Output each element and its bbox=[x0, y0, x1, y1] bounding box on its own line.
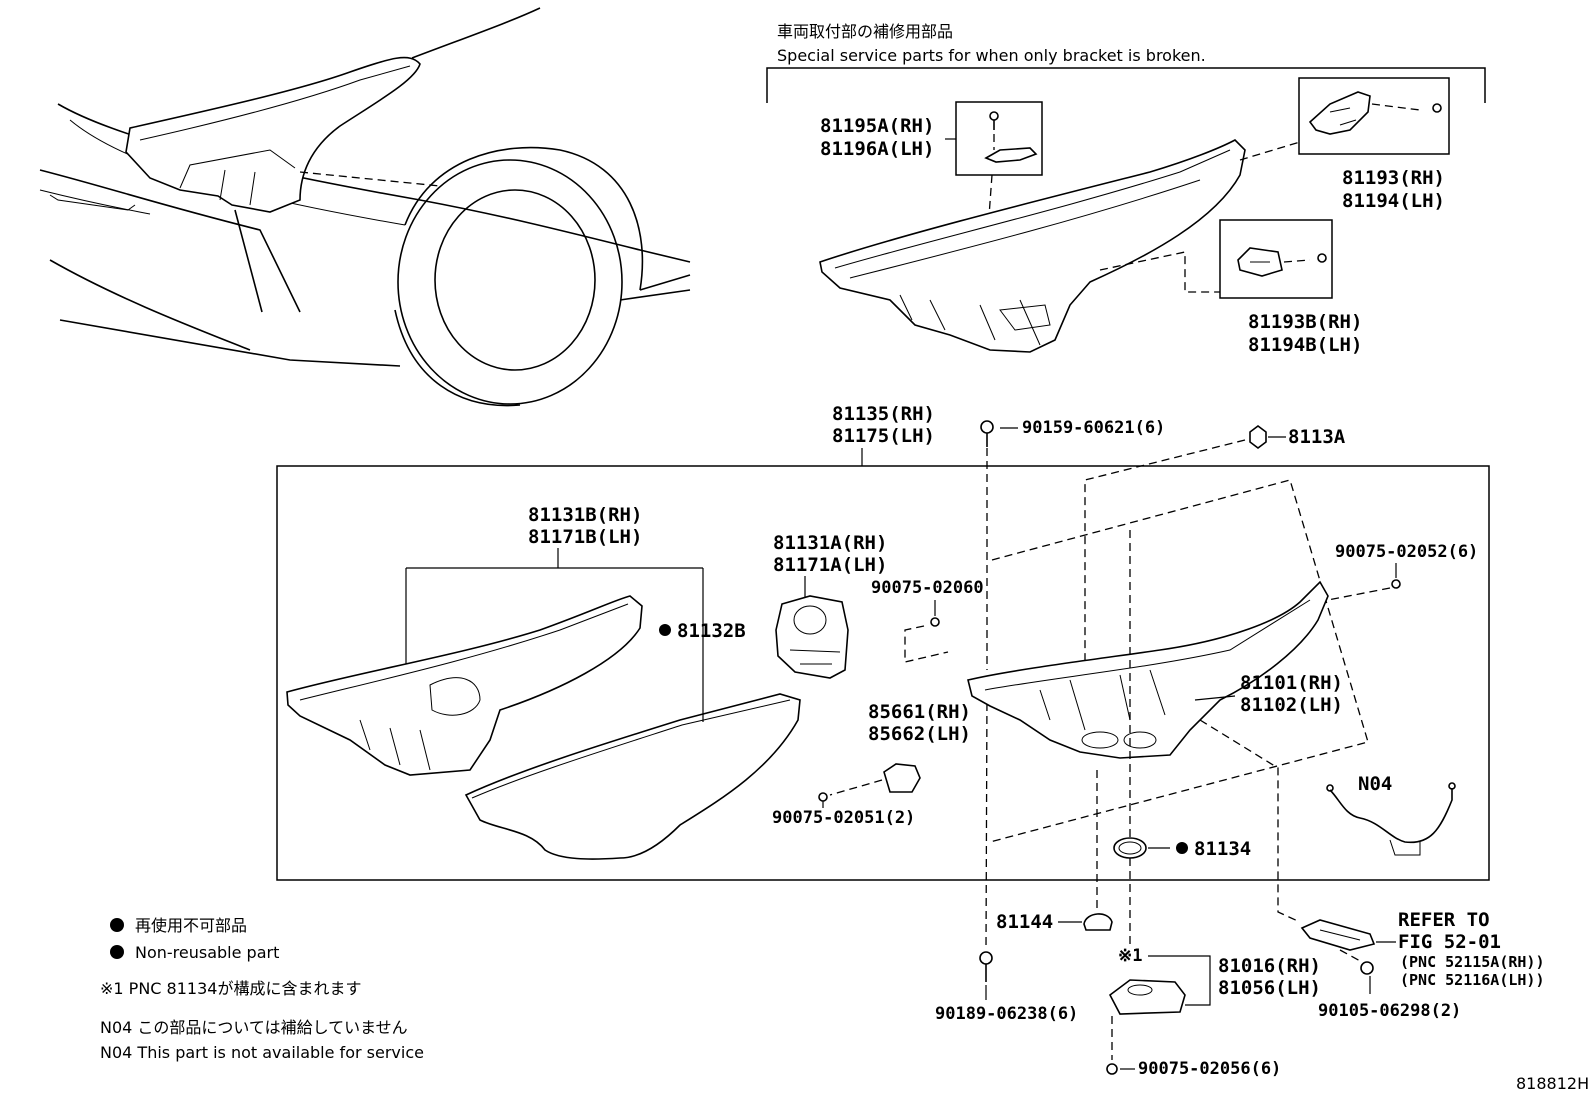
label-81195a: 81195A(RH) bbox=[820, 115, 934, 137]
label-81132b: 81132B bbox=[677, 620, 746, 642]
label-90075-02056: 90075-02056(6) bbox=[1138, 1059, 1281, 1079]
label-81175: 81175(LH) bbox=[832, 425, 935, 447]
label-81171b: 81171B(LH) bbox=[528, 526, 642, 548]
label-81196a: 81196A(LH) bbox=[820, 138, 934, 160]
label-81016: 81016(RH) bbox=[1218, 955, 1321, 977]
label-81131b: 81131B(RH) bbox=[528, 504, 642, 526]
bracket-box-81193b bbox=[1219, 219, 1333, 299]
figure-id: 818812H bbox=[1516, 1074, 1589, 1093]
label-refer-to: REFER TO bbox=[1398, 909, 1490, 931]
label-90105: 90105-06298(2) bbox=[1318, 1001, 1461, 1021]
bracket-title-en: Special service parts for when only brac… bbox=[777, 46, 1206, 65]
bracket-title-jp: 車両取付部の補修用部品 bbox=[777, 22, 953, 41]
label-90159: 90159-60621(6) bbox=[1022, 418, 1165, 438]
legend-nonreusable-en: Non-reusable part bbox=[135, 943, 279, 962]
label-90075-02052: 90075-02052(6) bbox=[1335, 542, 1478, 562]
assembly-box bbox=[276, 465, 1490, 881]
lower-parts: 81144 90189-06238(6) ※1 81016(RH) 81056(… bbox=[935, 719, 1545, 1079]
label-pnc-52116a: (PNC 52116A(LH)) bbox=[1400, 971, 1545, 989]
label-pnc-52115a: (PNC 52115A(RH)) bbox=[1400, 953, 1545, 971]
label-8113a: 8113A bbox=[1288, 426, 1346, 448]
label-81056: 81056(LH) bbox=[1218, 977, 1321, 999]
label-81194: 81194(LH) bbox=[1342, 190, 1445, 212]
bracket-section: 車両取付部の補修用部品 Special service parts for wh… bbox=[766, 22, 1486, 356]
label-n04: N04 bbox=[1358, 773, 1392, 795]
legend-n04-en: N04 This part is not available for servi… bbox=[100, 1043, 424, 1062]
bracket-box-81195a bbox=[955, 101, 1043, 176]
label-90189: 90189-06238(6) bbox=[935, 1004, 1078, 1024]
legend-nonreusable-jp: 再使用不可部品 bbox=[135, 916, 247, 935]
label-85661: 85661(RH) bbox=[868, 701, 971, 723]
label-81134: 81134 bbox=[1194, 838, 1251, 860]
label-81144: 81144 bbox=[996, 911, 1053, 933]
label-81131a: 81131A(RH) bbox=[773, 532, 887, 554]
legend-n04-jp: N04 この部品については補給していません bbox=[100, 1018, 408, 1037]
legend-note1: ※1 PNC 81134が構成に含まれます bbox=[100, 979, 361, 998]
label-81194b: 81194B(LH) bbox=[1248, 334, 1362, 356]
label-81135: 81135(RH) bbox=[832, 403, 935, 425]
label-81193: 81193(RH) bbox=[1342, 167, 1445, 189]
label-81193b: 81193B(RH) bbox=[1248, 311, 1362, 333]
label-fig-52-01: FIG 52-01 bbox=[1398, 931, 1501, 953]
label-81102: 81102(LH) bbox=[1240, 694, 1343, 716]
label-90075-02060: 90075-02060 bbox=[871, 578, 984, 598]
label-85662: 85662(LH) bbox=[868, 723, 971, 745]
vehicle-overview bbox=[39, 7, 691, 407]
label-star1: ※1 bbox=[1118, 946, 1142, 966]
legend: 再使用不可部品 Non-reusable part ※1 PNC 81134が構… bbox=[100, 916, 424, 1062]
main-assembly: 81135(RH) 81175(LH) 90159-60621(6) 8113A… bbox=[276, 403, 1490, 949]
bracket-box-81193 bbox=[1298, 77, 1450, 155]
label-81171a: 81171A(LH) bbox=[773, 554, 887, 576]
label-81101: 81101(RH) bbox=[1240, 672, 1343, 694]
label-90075-02051: 90075-02051(2) bbox=[772, 808, 915, 828]
